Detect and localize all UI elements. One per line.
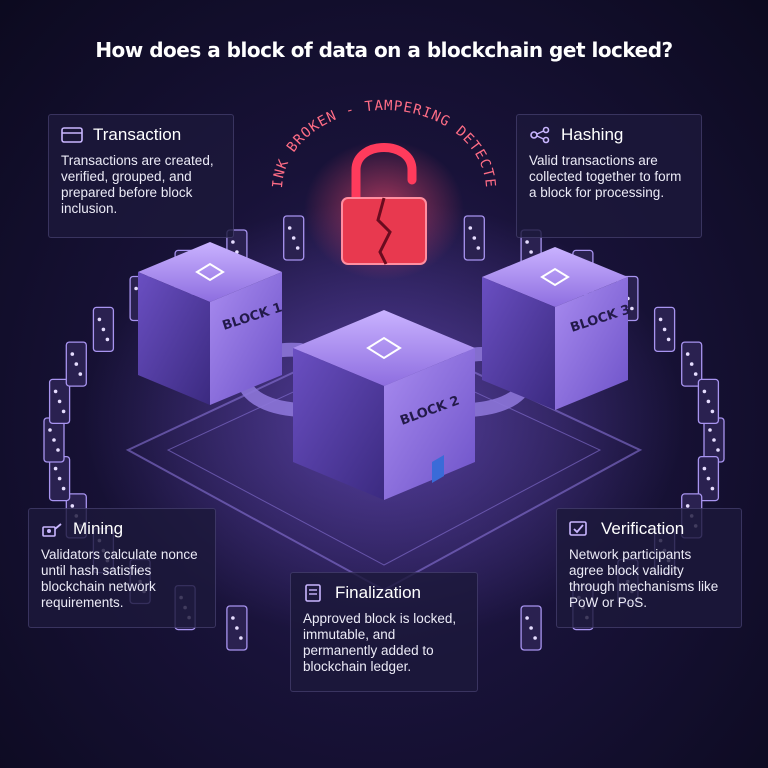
domino-pip [702,466,707,471]
domino-pip [468,226,473,230]
domino-pip [101,327,106,332]
block-3: BLOCK 3 [482,247,632,410]
block-1: BLOCK 1 [138,242,284,405]
mining-body: Validators calculate nonce until hash sa… [41,547,198,610]
domino-pip [716,448,720,452]
domino-pip [74,362,79,366]
domino-pip [710,409,715,414]
domino-pip [693,372,698,376]
domino-pip [53,466,58,471]
domino-pip [525,240,529,244]
domino-pip [658,317,663,322]
hashing-body: Valid transactions are collected togethe… [529,153,682,200]
domino-pip [134,286,138,291]
ledger-icon [305,584,321,602]
mining-icon [42,523,62,537]
domino-pip [53,389,58,394]
mining-card: Mining Validators calculate nonce until … [28,508,216,628]
transaction-card: Transaction Transactions are created, ve… [48,114,234,238]
hashing-card: Hashing Valid transactions are collected… [516,114,702,238]
domino-pip [287,226,292,230]
domino-pip [529,250,533,254]
domino-pip [70,352,75,356]
domino-pip [662,327,667,332]
domino-pip [231,616,235,620]
domino-pip [78,372,83,376]
domino-pip [70,504,75,508]
domino-pip [295,246,300,250]
finalization-body: Approved block is locked, immutable, and… [303,611,457,674]
domino-pip [235,626,239,630]
domino-pip [706,399,711,404]
domino-pip [630,306,634,311]
domino-pip [702,389,707,394]
transaction-title: Transaction [93,125,182,144]
block-2: BLOCK 2 [293,310,475,500]
domino-pip [685,352,690,356]
page-title: How does a block of data on a blockchain… [95,38,673,62]
verification-body: Network participants agree block validit… [569,547,719,610]
domino-pip [57,476,62,481]
domino-pip [472,236,477,240]
finalization-title: Finalization [335,583,421,602]
broken-lock-icon [304,140,464,280]
domino-pip [525,616,529,620]
domino-pip [708,428,712,432]
verify-icon [569,521,587,536]
domino-pip [57,399,62,404]
network-icon [530,126,550,144]
transaction-body: Transactions are created, verified, grou… [61,153,214,216]
domino-pip [48,428,52,432]
domino-pip [291,236,296,240]
domino-pip [239,636,243,640]
mining-title: Mining [73,519,124,538]
domino-pip [685,504,690,508]
domino-pip [712,438,716,442]
verification-title: Verification [601,519,685,538]
domino-pip [689,362,694,366]
domino-pip [52,438,56,442]
domino-pip [533,636,537,640]
hashing-title: Hashing [561,125,624,144]
domino-pip [56,448,60,452]
domino-pip [666,337,671,342]
domino-pip [706,476,711,481]
domino-pip [710,486,715,491]
domino-pip [231,240,235,244]
card-icon [61,127,83,143]
domino-pip [529,626,533,630]
finalization-card: Finalization Approved block is locked, i… [290,572,478,692]
domino-pip [476,246,481,250]
domino-pip [61,486,66,491]
domino-pip [97,317,102,322]
domino-pip [105,337,110,342]
verification-card: Verification Network participants agree … [556,508,742,628]
domino-pip [61,409,66,414]
